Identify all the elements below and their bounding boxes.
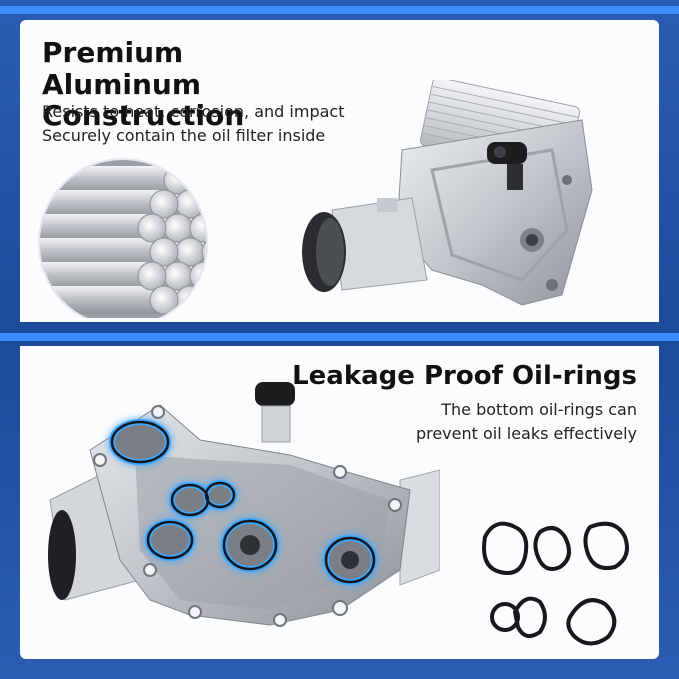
leakage-proof-panel: Leakage Proof Oil-rings The bottom oil-r… — [20, 346, 659, 659]
aluminum-construction-panel: Premium Aluminum Construction Resists to… — [20, 20, 659, 322]
panel-title: Leakage Proof Oil-rings — [292, 361, 637, 391]
panel-title: Premium Aluminum Construction — [42, 37, 342, 132]
oil-rings-image — [482, 521, 629, 646]
aluminum-rods-image — [38, 158, 208, 318]
rod-end — [201, 189, 207, 219]
rod-end — [149, 237, 179, 267]
feature-description: The bottom oil-rings can prevent oil lea… — [416, 398, 637, 446]
oil-filter-housing-image — [302, 80, 593, 306]
feature-line: prevent oil leaks effectively — [415, 424, 637, 443]
rod-end — [137, 213, 167, 243]
rod-end — [175, 285, 205, 315]
aluminum-rod — [39, 166, 176, 194]
title-line: Construction — [42, 99, 245, 133]
feature-line: Securely contain the oil filter inside — [42, 126, 326, 145]
rod-end — [149, 285, 179, 315]
rod-end — [149, 189, 179, 219]
accent-stripe — [0, 6, 679, 14]
rod-end — [189, 165, 207, 195]
feature-line: The bottom oil-rings can — [441, 400, 637, 419]
rod-end — [137, 261, 167, 291]
title-line: Premium Aluminum — [42, 36, 202, 101]
feature-description: Resists to heat, corrosion, and impact S… — [42, 100, 344, 148]
rod-end — [201, 237, 207, 267]
accent-stripe — [0, 333, 679, 341]
feature-line: Resists to heat, corrosion, and impact — [42, 102, 345, 121]
housing-bottom-view-image — [48, 382, 440, 627]
